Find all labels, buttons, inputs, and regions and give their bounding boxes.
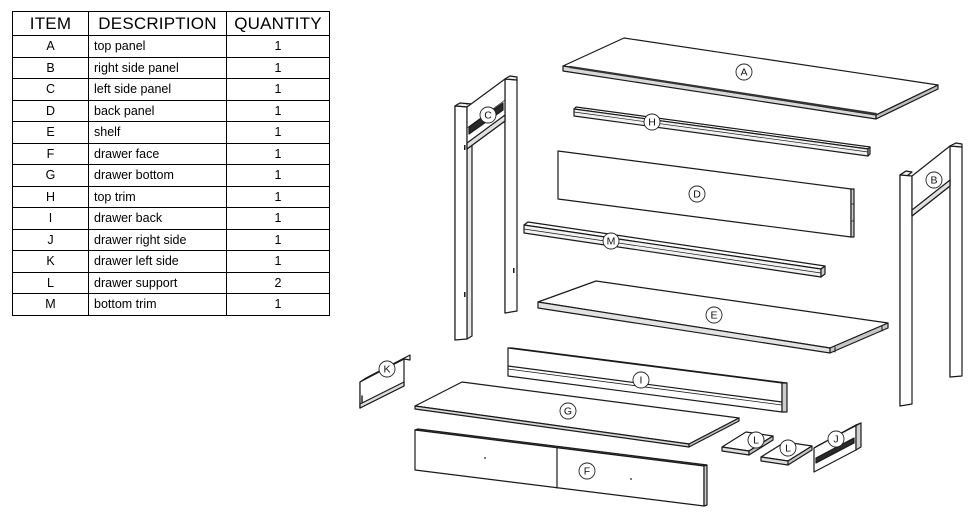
callout-k [378,360,396,378]
callout-j-label: J [833,434,838,446]
callout-i-label: I [640,375,643,387]
part-a-top-panel [562,37,939,120]
quantity-cell: 1 [226,56,330,79]
callout-j [827,430,845,448]
description-cell: drawer back [88,207,227,230]
description-cell: drawer bottom [88,164,227,187]
part-h-top-trim [573,106,871,157]
callout-g [559,402,577,420]
callout-m-label: M [607,236,616,248]
callout-c-label: C [484,110,492,122]
description-cell: drawer face [88,142,227,165]
callout-l1-label: L [753,435,759,447]
callout-h-label: H [648,117,656,129]
callout-d-label: D [693,189,701,201]
description-cell: drawer right side [88,228,227,251]
callout-b-label: B [930,175,937,187]
part-c-left-side-panel [454,75,518,341]
callout-a [735,63,753,81]
part-j-drawer-right-side [813,422,862,473]
callout-e [705,306,723,324]
description-cell: bottom trim [88,293,227,316]
callout-m [602,232,620,250]
part-g-drawer-bottom [414,381,740,448]
callout-k-label: K [383,364,390,376]
quantity-cell: 1 [226,99,330,122]
part-d-back-panel [557,150,855,238]
callout-l1 [747,431,765,449]
description-cell: right side panel [88,56,227,79]
callout-l2 [779,439,797,457]
callout-l2-label: L [785,443,791,455]
part-f-drawer-face [414,428,708,507]
callout-c [479,106,497,124]
callout-g-label: G [564,406,572,418]
description-cell: back panel [88,99,227,122]
item-cell: B [12,56,89,79]
header-item: ITEM [12,11,89,36]
callout-h [643,113,661,131]
description-cell: drawer support [88,271,227,294]
quantity-cell: 1 [226,78,330,101]
callout-d [688,185,706,203]
callout-i [632,371,650,389]
quantity-cell: 1 [226,293,330,316]
description-cell: shelf [88,121,227,144]
description-cell: drawer left side [88,250,227,273]
table-header-row: ITEM DESCRIPTION QUANTITY [12,11,330,36]
callout-f [578,462,596,480]
description-cell: left side panel [88,78,227,101]
header-quantity: QUANTITY [226,11,330,36]
callout-a-label: A [740,67,747,79]
part-l-drawer-support-1 [721,431,774,456]
callout-f-label: F [584,466,590,478]
callout-b [925,171,943,189]
part-m-bottom-trim [523,221,826,278]
header-description: DESCRIPTION [88,11,227,36]
callout-e-label: E [710,310,717,322]
